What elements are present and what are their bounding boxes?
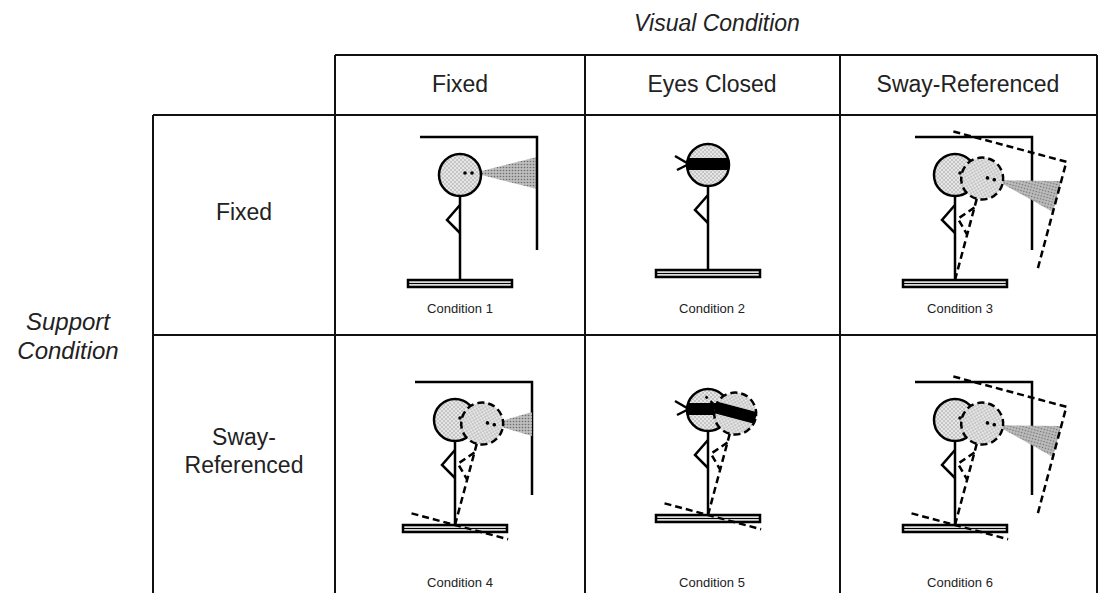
stick-figure [408,137,537,287]
row-header: Fixed [159,199,329,227]
column-header: Fixed [340,71,580,99]
condition-label: Condition 1 [385,301,535,317]
row-header: Sway- Referenced [179,424,309,479]
axis-title: Support Condition [6,308,131,366]
condition-label: Condition 2 [637,301,787,317]
condition-label: Condition 5 [637,575,787,591]
stick-figure [903,375,1066,545]
column-header: Sway-Referenced [843,71,1093,99]
axis-title: Visual Condition [567,10,867,38]
stick-figure [656,144,760,277]
stick-figure [903,132,1066,300]
condition-label: Condition 3 [885,301,1035,317]
table-grid [153,55,1097,593]
stick-figure [403,382,541,539]
stick-figure [656,382,794,530]
column-header: Eyes Closed [592,71,832,99]
condition-label: Condition 4 [385,575,535,591]
condition-label: Condition 6 [885,575,1035,591]
